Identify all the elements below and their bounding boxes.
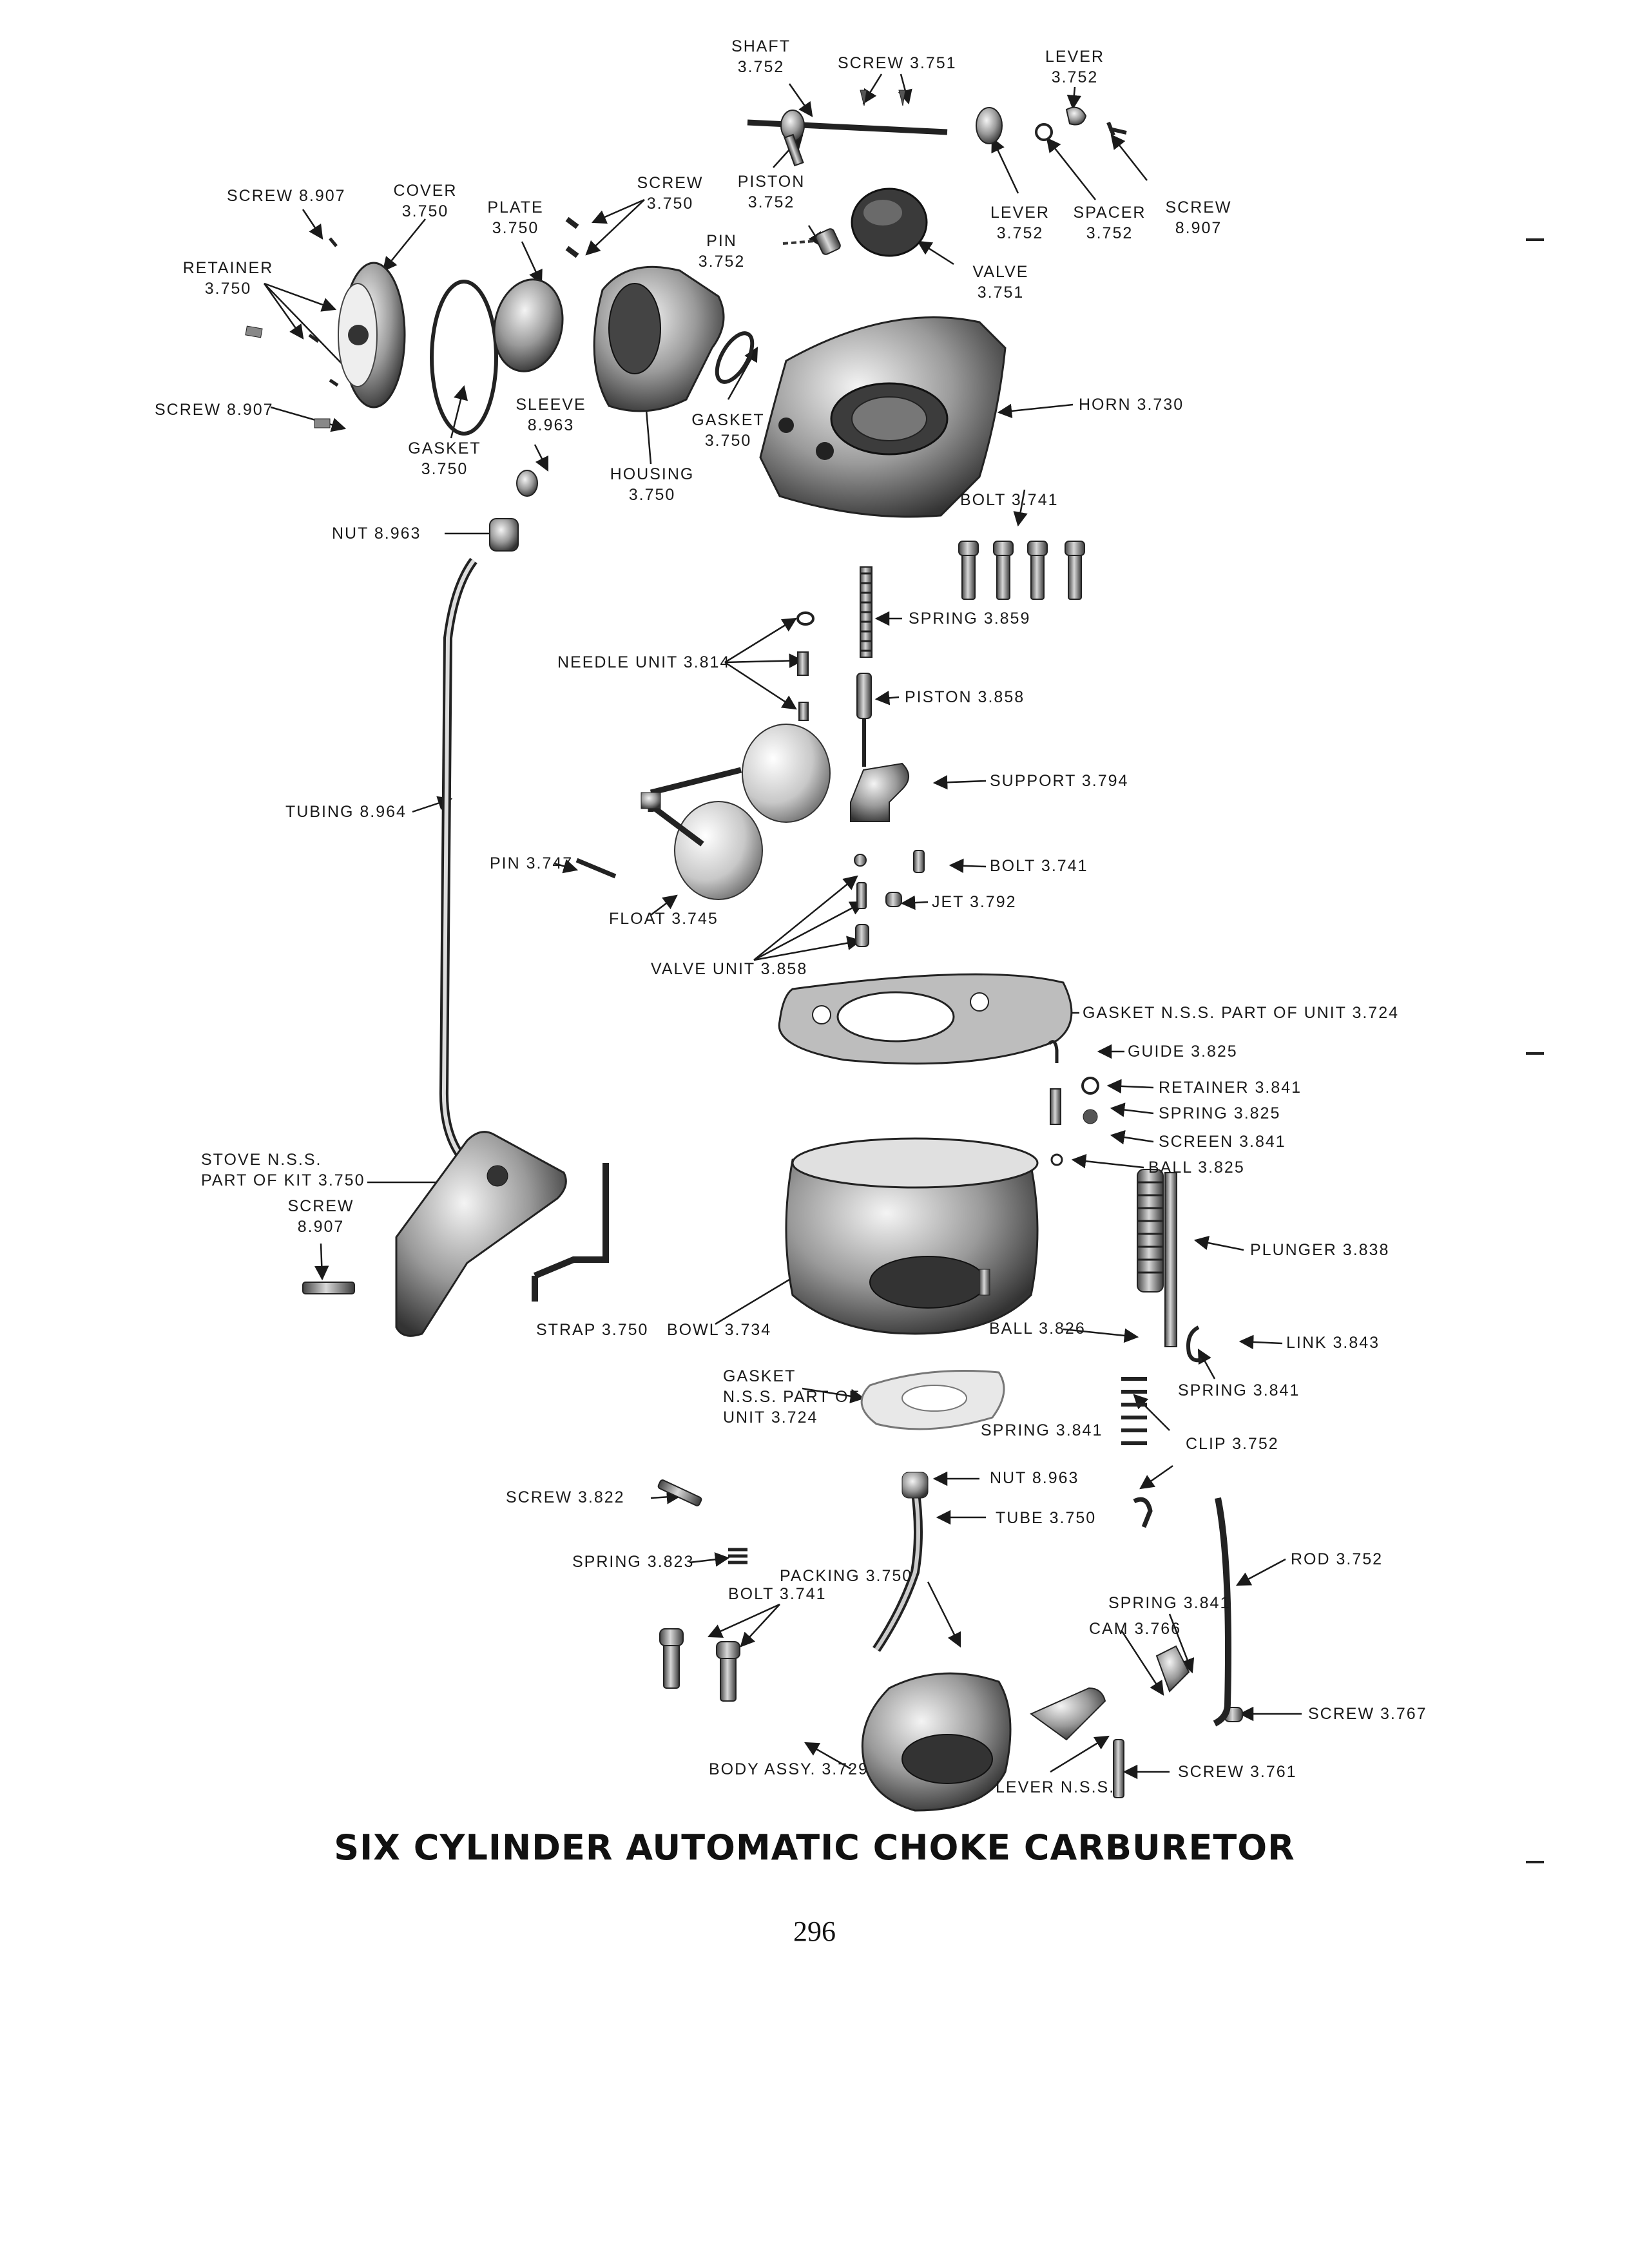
stove-label: STOVE N.S.S.PART OF KIT 3.750 xyxy=(201,1151,365,1189)
screw-3822-label: SCREW 3.822 xyxy=(506,1488,625,1506)
lever-nss-label: LEVER N.S.S. xyxy=(996,1778,1115,1796)
screw-3751-label: SCREW 3.751 xyxy=(838,54,957,72)
screen-label: SCREEN 3.841 xyxy=(1159,1133,1286,1151)
ball-3826-label: BALL 3.826 xyxy=(989,1320,1086,1338)
retainer-3841-label: RETAINER 3.841 xyxy=(1159,1079,1302,1097)
float-assembly xyxy=(575,724,831,900)
air-horn xyxy=(759,316,1007,518)
choke-valve-piston xyxy=(782,187,928,257)
bolt-3741-label: BOLT 3.741 xyxy=(960,491,1059,509)
plunger-label: PLUNGER 3.838 xyxy=(1250,1241,1390,1259)
page-number: 296 xyxy=(793,1916,836,1947)
jet-label: JET 3.792 xyxy=(932,893,1017,911)
packing-label: PACKING 3.750 xyxy=(780,1567,913,1585)
screw-3761-label: SCREW 3.761 xyxy=(1178,1763,1297,1781)
horn-label: HORN 3.730 xyxy=(1079,396,1184,414)
body-assy-label: BODY ASSY. 3.729 xyxy=(709,1760,869,1778)
tube-3750-label: TUBE 3.750 xyxy=(996,1509,1097,1527)
spring-3841-b-label: SPRING 3.841 xyxy=(981,1421,1103,1439)
float-label: FLOAT 3.745 xyxy=(609,910,718,928)
spring-3823-label: SPRING 3.823 xyxy=(572,1553,695,1571)
margin-mark xyxy=(1526,1052,1544,1055)
gasket-nss-label: GASKET N.S.S. PART OF UNIT 3.724 xyxy=(1083,1004,1400,1022)
cover-assembly xyxy=(245,216,755,436)
strap-label: STRAP 3.750 xyxy=(536,1321,649,1339)
spring-3841-c-label: SPRING 3.841 xyxy=(1108,1594,1231,1612)
needle-unit-label: NEEDLE UNIT 3.814 xyxy=(557,653,731,671)
lower-small-parts xyxy=(657,1479,1243,1798)
piston-3858-label: PISTON 3.858 xyxy=(905,688,1025,706)
screw-3767-label: SCREW 3.767 xyxy=(1308,1705,1427,1723)
carburetor-body xyxy=(861,1672,1106,1812)
metering-parts xyxy=(796,566,909,822)
choke-tube-and-rod xyxy=(872,1472,1231,1727)
valve-unit-label: VALVE UNIT 3.858 xyxy=(651,960,808,978)
bowl-label: BOWL 3.734 xyxy=(667,1321,772,1339)
nut-8963-b-label: NUT 8.963 xyxy=(990,1469,1079,1487)
ball-3825-label: BALL 3.825 xyxy=(1148,1158,1245,1177)
flange-gasket xyxy=(860,1370,1005,1430)
bolt-3741-b-label: BOLT 3.741 xyxy=(990,857,1088,875)
accelerator-pump-parts xyxy=(1048,1040,1202,1445)
spring-3825-label: SPRING 3.825 xyxy=(1159,1104,1281,1122)
screw-8907-label: SCREW 8.907 xyxy=(227,187,346,205)
clip-label: CLIP 3.752 xyxy=(1186,1435,1279,1453)
rod-label: ROD 3.752 xyxy=(1291,1550,1383,1568)
spring-3859-label: SPRING 3.859 xyxy=(909,610,1031,628)
top-linkage-parts xyxy=(747,90,1127,167)
pin-3747-label: PIN 3.747 xyxy=(490,854,574,872)
tubing-label: TUBING 8.964 xyxy=(285,803,407,821)
nut-sleeve xyxy=(489,470,538,552)
nut-8963-label: NUT 8.963 xyxy=(332,524,421,543)
small-valve-parts xyxy=(854,850,925,947)
margin-mark xyxy=(1526,1861,1544,1863)
support-label: SUPPORT 3.794 xyxy=(990,772,1129,790)
screw-8907-lower-label: SCREW 8.907 xyxy=(155,401,274,419)
link-label: LINK 3.843 xyxy=(1286,1334,1380,1352)
guide-label: GUIDE 3.825 xyxy=(1128,1043,1238,1061)
float-bowl xyxy=(785,1137,1039,1335)
page-title: SIX CYLINDER AUTOMATIC CHOKE CARBURETOR xyxy=(334,1827,1295,1868)
bolt-3741-c-label: BOLT 3.741 xyxy=(728,1585,827,1603)
margin-mark xyxy=(1526,238,1544,241)
choke-tubing xyxy=(439,557,477,1170)
bowl-gasket xyxy=(778,973,1073,1065)
cam-label: CAM 3.766 xyxy=(1089,1620,1182,1638)
horn-bolts xyxy=(958,541,1085,600)
stove-and-strap xyxy=(302,1131,609,1337)
spring-3841-a-label: SPRING 3.841 xyxy=(1178,1381,1300,1399)
